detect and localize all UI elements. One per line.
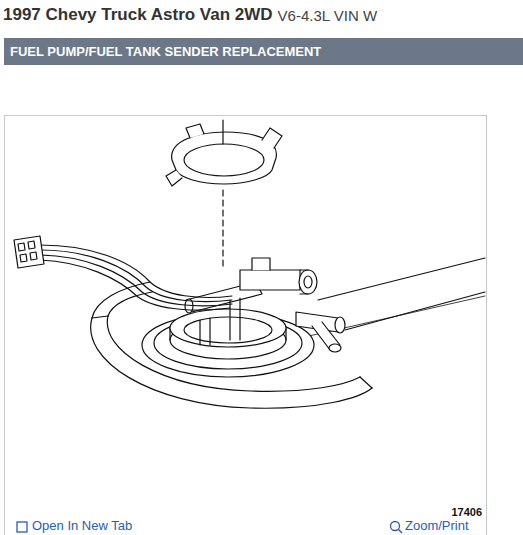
page-title: 1997 Chevy Truck Astro Van 2WD (3, 5, 273, 25)
center-line (222, 120, 223, 144)
connector-pins (18, 241, 37, 262)
toolbar-link: Open In New Tab (32, 518, 132, 533)
sender-top (170, 309, 286, 347)
lock-ring (172, 132, 277, 184)
tank-opening-rim (92, 316, 108, 318)
lock-ring-inner (184, 144, 264, 176)
vent-pipe-end (329, 344, 341, 352)
new-tab-icon (17, 522, 27, 532)
fitting-end (299, 270, 317, 294)
zoom-icon (398, 529, 402, 533)
fitting-end (304, 276, 312, 288)
section-heading: FUEL PUMP/FUEL TANK SENDER REPLACEMENT (10, 44, 321, 59)
center-line (222, 190, 223, 268)
wire (40, 255, 232, 306)
elbow-fitting (252, 258, 270, 270)
pipe-riser (200, 318, 210, 345)
wire (40, 245, 232, 297)
wire (40, 260, 230, 310)
tank-surface-line (345, 292, 485, 330)
elbow-fitting (240, 270, 300, 290)
lock-ring-tab (262, 128, 282, 148)
tank-surface-line (318, 258, 485, 300)
section-band: FUEL PUMP/FUEL TANK SENDER REPLACEMENT (4, 38, 523, 65)
fitting-end (300, 270, 308, 294)
lock-ring-tab (166, 170, 182, 186)
tank-opening-rim (360, 377, 372, 388)
tank-opening-rim (92, 282, 150, 318)
electrical-connector (14, 236, 44, 268)
return-fitting-end (335, 317, 345, 333)
figure-number: 17406 (451, 506, 482, 518)
lock-ring-tab (186, 124, 204, 138)
sender-top-ring (184, 317, 272, 343)
tank-opening-rim (108, 292, 152, 316)
toolbar-link: Zoom/Print (405, 518, 469, 533)
figure-frame: 17406 (4, 115, 487, 535)
engine-spec: V6-4.3L VIN W (278, 7, 377, 24)
